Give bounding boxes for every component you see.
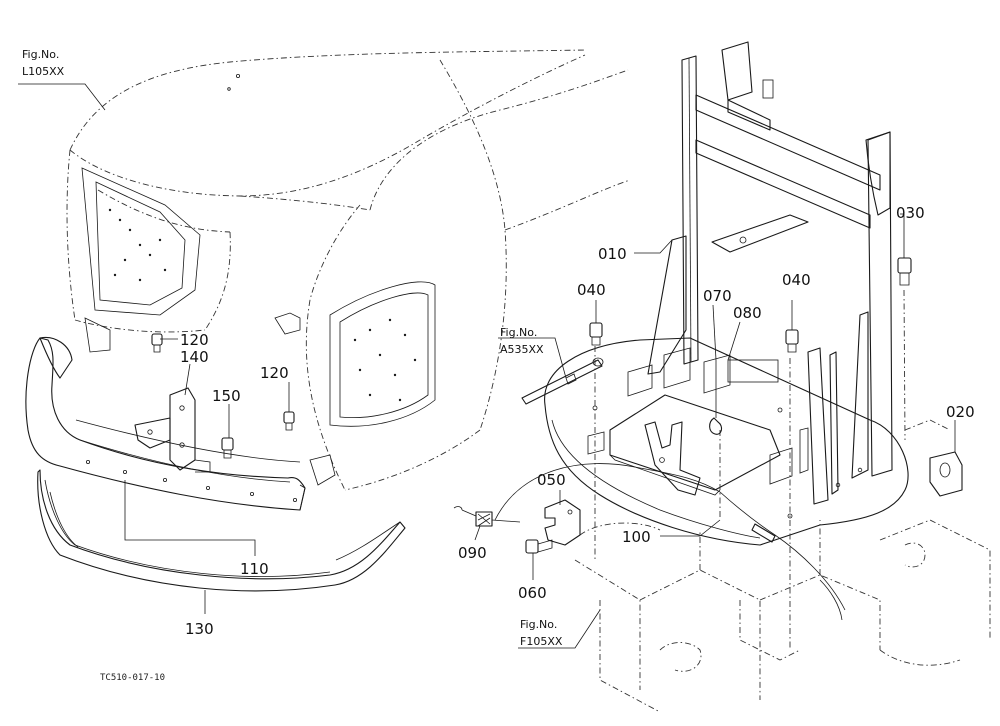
platform-plate	[544, 337, 909, 546]
part-label-100: 100	[622, 528, 651, 546]
part-label-080: 080	[733, 304, 762, 322]
bolt-060	[525, 539, 553, 554]
part-label-040-right: 040	[782, 271, 811, 289]
part-label-110: 110	[240, 560, 269, 578]
ref-a535-line2: A535XX	[500, 343, 544, 356]
spring-090	[453, 506, 521, 527]
block-050	[544, 499, 581, 546]
part-label-060: 060	[518, 584, 547, 602]
ref-f105-line2: F105XX	[520, 635, 563, 648]
bolt-040-right	[785, 329, 799, 353]
ref-a535-line1: Fig.No.	[500, 326, 537, 339]
rod-a535	[521, 357, 604, 405]
part-label-090: 090	[458, 544, 487, 562]
centerlines	[594, 289, 906, 650]
ref-l105-line2: L105XX	[22, 65, 65, 78]
grille-mesh	[108, 208, 417, 402]
drawing-code: TC510-017-10	[100, 673, 165, 683]
part-number-labels: 010 020 030 040 040 050 060 070 080 090 …	[180, 204, 975, 638]
part-label-030: 030	[896, 204, 925, 222]
ref-f105-line1: Fig.No.	[520, 618, 557, 631]
bolt-030	[897, 257, 912, 286]
front-bumper	[25, 336, 306, 511]
reference-labels: Fig.No. L105XX Fig.No. A535XX Fig.No. F1…	[22, 48, 563, 683]
part-label-130: 130	[185, 620, 214, 638]
part-label-050: 050	[537, 471, 566, 489]
part-label-120-right: 120	[260, 364, 289, 382]
bolt-040-left	[589, 322, 603, 346]
leaders-left	[18, 83, 290, 614]
cap-020	[929, 451, 963, 497]
frame-010	[647, 41, 893, 479]
leaders-right	[474, 213, 956, 649]
lower-guard	[37, 469, 406, 592]
part-label-070: 070	[703, 287, 732, 305]
part-label-150: 150	[212, 387, 241, 405]
bolt-150	[221, 437, 234, 459]
part-label-020: 020	[946, 403, 975, 421]
cable-100	[494, 463, 846, 621]
bracket-140	[134, 387, 211, 473]
bolt-120-right	[283, 411, 295, 431]
pin-070	[709, 360, 723, 435]
bolt-120-left	[151, 333, 163, 353]
part-label-010: 010	[598, 245, 627, 263]
part-label-140: 140	[180, 348, 209, 366]
part-label-120-left: 120	[180, 331, 209, 349]
part-label-040-left: 040	[577, 281, 606, 299]
hood-assembly	[66, 49, 631, 491]
ref-l105-line1: Fig.No.	[22, 48, 59, 61]
